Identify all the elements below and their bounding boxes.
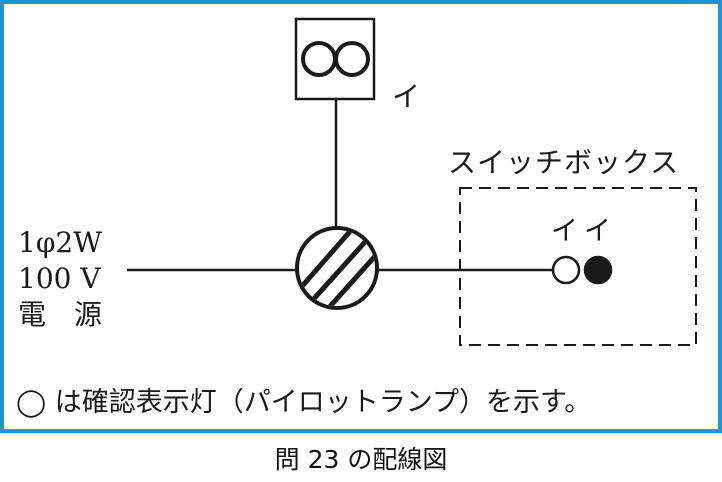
power-source-line3: 電 源 xyxy=(18,298,102,331)
power-source-line1: 1φ2W xyxy=(18,226,102,259)
junction-box-icon xyxy=(295,226,379,310)
switch-box xyxy=(459,187,697,346)
note-text: ◯ は確認表示灯（パイロットランプ）を示す。 xyxy=(16,387,591,418)
figure-caption: 問 23 の配線図 xyxy=(274,445,448,474)
switch-icon xyxy=(583,255,613,285)
lamp-left-icon xyxy=(301,41,337,77)
power-source-line2: 100 V xyxy=(18,262,101,295)
outlet-label: イ xyxy=(392,80,420,113)
wiring-diagram: イ 1φ2W 100 V 電 源 スイッチボックス イイ ◯ は確認表示灯（パイ… xyxy=(16,17,697,418)
switch-box-label: スイッチボックス xyxy=(448,146,679,179)
pilot-lamp-icon xyxy=(551,255,581,285)
lamp-right-icon xyxy=(334,41,370,77)
switch-labels: イイ xyxy=(551,216,617,247)
